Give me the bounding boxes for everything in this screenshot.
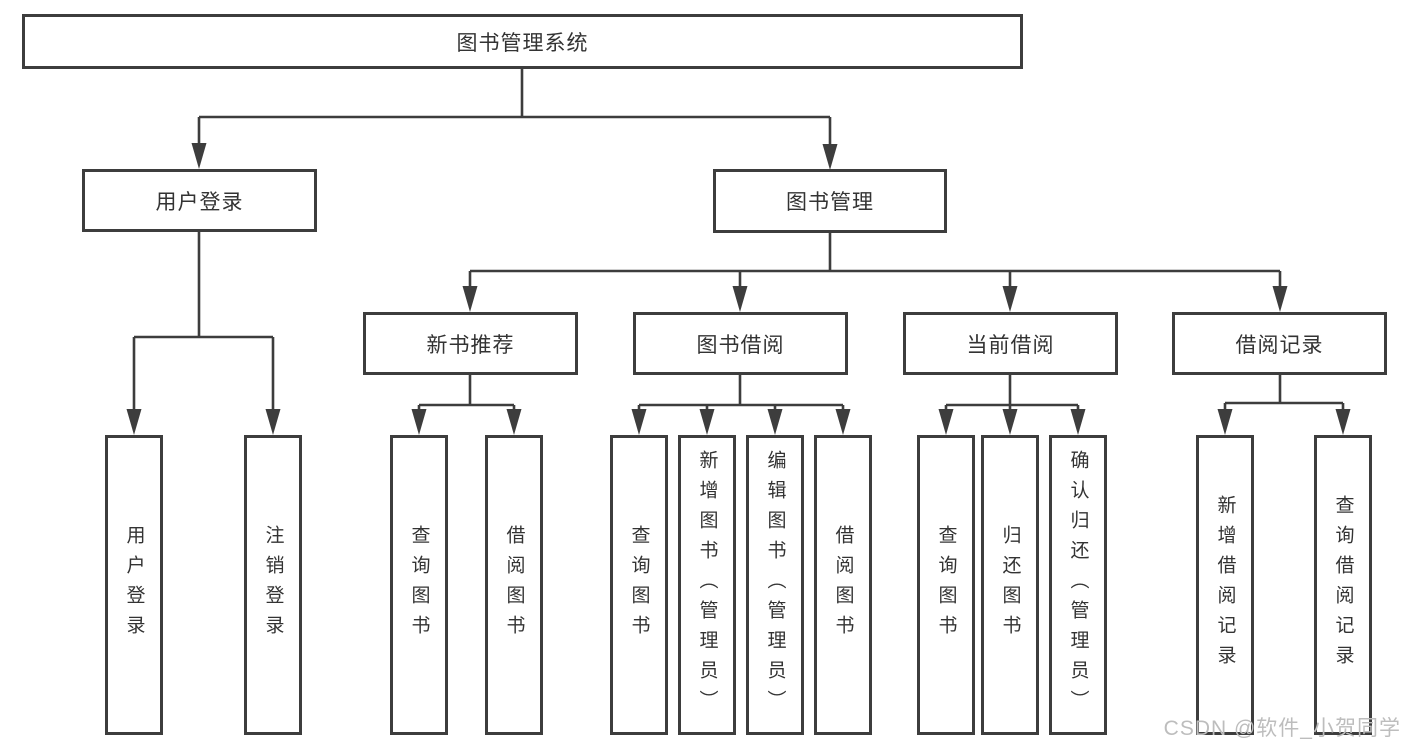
node-borrow-records: 借阅记录 <box>1172 312 1387 375</box>
node-label: 查询图书 <box>408 525 430 645</box>
node-book-management: 图书管理 <box>713 169 947 233</box>
node-label: 图书管理系统 <box>456 31 589 55</box>
node-label: 编辑图书（管理员） <box>764 450 786 720</box>
node-label: 当前借阅 <box>966 333 1055 357</box>
node-label: 借阅图书 <box>503 525 525 645</box>
node-label: 借阅图书 <box>832 525 854 645</box>
leaf-current-query-book: 查询图书 <box>917 435 975 735</box>
leaf-borrow-query-book: 查询图书 <box>610 435 668 735</box>
leaf-current-return-book: 归还图书 <box>981 435 1039 735</box>
node-library-management-system: 图书管理系统 <box>22 14 1023 69</box>
node-label: 查询借阅记录 <box>1332 495 1354 675</box>
node-label: 归还图书 <box>999 525 1021 645</box>
leaf-records-add-borrow-record: 新增借阅记录 <box>1196 435 1254 735</box>
node-current-borrow: 当前借阅 <box>903 312 1118 375</box>
node-label: 查询图书 <box>935 525 957 645</box>
node-label: 查询图书 <box>628 525 650 645</box>
leaf-userlogin-logout: 注销登录 <box>244 435 302 735</box>
node-label: 用户登录 <box>123 525 145 645</box>
node-label: 图书借阅 <box>696 333 785 357</box>
leaf-newbook-query-book: 查询图书 <box>390 435 448 735</box>
leaf-current-confirm-return-admin: 确认归还（管理员） <box>1049 435 1107 735</box>
node-label: 图书管理 <box>786 191 874 214</box>
node-label: 借阅记录 <box>1235 333 1324 357</box>
leaf-borrow-edit-book-admin: 编辑图书（管理员） <box>746 435 804 735</box>
leaf-newbook-borrow-book: 借阅图书 <box>485 435 543 735</box>
node-label: 用户登录 <box>155 190 244 214</box>
node-new-book-recommend: 新书推荐 <box>363 312 578 375</box>
node-label: 注销登录 <box>262 525 284 645</box>
leaf-userlogin-user-login: 用户登录 <box>105 435 163 735</box>
leaf-records-query-borrow-record: 查询借阅记录 <box>1314 435 1372 735</box>
node-label: 新书推荐 <box>426 333 515 357</box>
leaf-borrow-add-book-admin: 新增图书（管理员） <box>678 435 736 735</box>
node-user-login: 用户登录 <box>82 169 317 232</box>
csdn-watermark: CSDN @软件_小贺同学 <box>1163 717 1401 740</box>
node-label: 新增借阅记录 <box>1214 495 1236 675</box>
node-label: 新增图书（管理员） <box>696 450 718 720</box>
node-label: 确认归还（管理员） <box>1067 450 1089 720</box>
node-book-borrow: 图书借阅 <box>633 312 848 375</box>
arrowheads <box>126 143 1351 435</box>
leaf-borrow-borrow-book: 借阅图书 <box>814 435 872 735</box>
